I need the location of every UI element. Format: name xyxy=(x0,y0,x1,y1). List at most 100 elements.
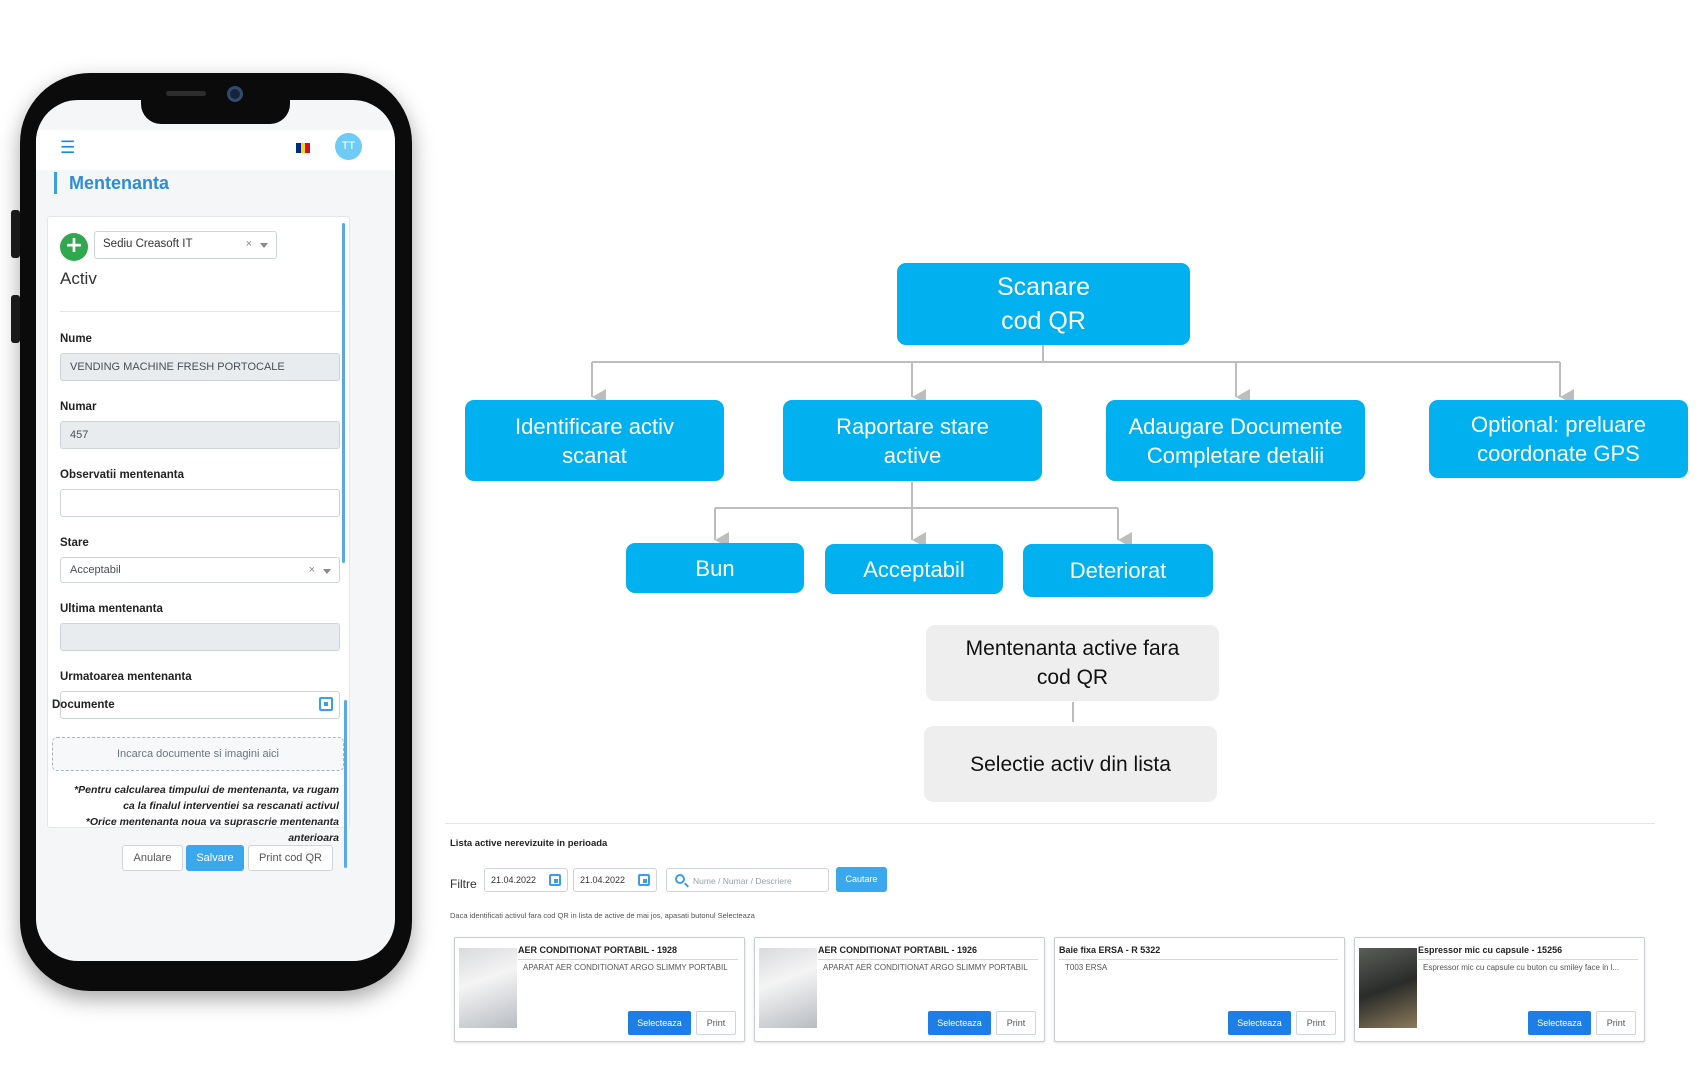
asset-card-description: APARAT AER CONDITIONAT ARGO SLIMMY PORTA… xyxy=(823,963,1028,972)
user-avatar[interactable]: TT xyxy=(335,133,362,160)
date-from-value: 21.04.2022 xyxy=(491,875,537,885)
asset-card: AER CONDITIONAT PORTABIL - 1928 APARAT A… xyxy=(454,937,745,1042)
print-asset-button[interactable]: Print xyxy=(1296,1011,1336,1035)
romania-flag-icon[interactable] xyxy=(296,143,311,153)
flow-node-report-state-line2: active xyxy=(883,442,942,468)
chevron-down-icon[interactable] xyxy=(323,569,331,574)
flow-node-identify-asset-line1: Identificare activ xyxy=(515,413,674,439)
screen-scrollbar[interactable] xyxy=(344,700,347,868)
flow-node-no-qr: Mentenanta active fara cod QR xyxy=(926,625,1219,701)
flow-node-gps-line2: coordonate GPS xyxy=(1477,441,1640,466)
phone-camera xyxy=(227,86,243,102)
asset-card-divider xyxy=(1059,959,1338,960)
print-qr-button[interactable]: Print cod QR xyxy=(248,845,333,871)
phone-side-button xyxy=(11,295,20,343)
label-ultima-mentenanta: Ultima mentenanta xyxy=(60,603,163,615)
print-asset-button[interactable]: Print xyxy=(1596,1011,1636,1035)
cancel-button[interactable]: Anulare xyxy=(122,845,183,871)
note-line-2: ca la finalul interventiei sa rescanati … xyxy=(123,800,339,812)
stare-select[interactable]: Acceptabil × xyxy=(60,557,340,583)
section-title-activ: Activ xyxy=(60,269,97,288)
flow-node-identify-asset-line2: scanat xyxy=(562,442,627,468)
note-line-3: *Orice mentenanta noua va suprascrie men… xyxy=(85,816,339,828)
asset-card-description: T003 ERSA xyxy=(1065,963,1108,972)
clear-icon[interactable]: × xyxy=(308,564,315,576)
asset-card-title: AER CONDITIONAT PORTABIL - 1926 xyxy=(818,945,978,955)
panel-divider xyxy=(445,823,1655,824)
flow-node-scan-qr-line2: cod QR xyxy=(1001,307,1086,335)
flow-node-no-qr-line1: Mentenanta active fara xyxy=(965,637,1180,660)
calendar-icon[interactable] xyxy=(638,874,650,886)
ultima-mentenanta-field[interactable] xyxy=(60,623,340,651)
location-select[interactable]: Sediu Creasoft IT × xyxy=(94,231,277,259)
date-from-input[interactable]: 21.04.2022 xyxy=(484,868,568,892)
asset-thumbnail xyxy=(1359,948,1417,1028)
search-input[interactable]: Nume / Numar / Descriere xyxy=(666,868,829,892)
documents-label: Documente xyxy=(52,699,115,711)
flow-node-no-qr-line2: cod QR xyxy=(1036,666,1109,689)
flow-node-add-documents-line2: Completare detalii xyxy=(1146,442,1325,468)
date-to-input[interactable]: 21.04.2022 xyxy=(573,868,657,892)
calendar-icon[interactable] xyxy=(319,697,333,711)
page-title: Mentenanta xyxy=(54,172,169,194)
maintenance-form: + Sediu Creasoft IT × Activ Nume VENDING… xyxy=(47,216,350,828)
app-topbar: ☰ TT xyxy=(36,130,395,170)
phone-notch xyxy=(141,100,290,124)
flow-node-add-documents-line1: Adaugare Documente xyxy=(1128,413,1343,439)
select-asset-button[interactable]: Selecteaza xyxy=(628,1011,691,1035)
select-asset-button[interactable]: Selecteaza xyxy=(1228,1011,1291,1035)
label-urmatoarea-mentenanta: Urmatoarea mentenanta xyxy=(60,671,192,683)
stare-select-value: Acceptabil xyxy=(70,564,121,576)
numar-field[interactable]: 457 xyxy=(60,421,340,449)
flow-node-state-deteriorat: Deteriorat xyxy=(1023,544,1213,597)
asset-card-title: AER CONDITIONAT PORTABIL - 1928 xyxy=(518,945,678,955)
search-button[interactable]: Cautare xyxy=(836,867,887,892)
asset-card: Baie fixa ERSA - R 5322 T003 ERSA Select… xyxy=(1054,937,1345,1042)
flow-node-identify-asset: Identificare activ scanat xyxy=(465,400,724,481)
location-select-value: Sediu Creasoft IT xyxy=(103,238,193,250)
hamburger-icon[interactable]: ☰ xyxy=(60,138,76,158)
add-asset-button[interactable]: + xyxy=(60,233,88,261)
nume-field[interactable]: VENDING MACHINE FRESH PORTOCALE xyxy=(60,353,340,381)
filter-label: Filtre xyxy=(450,877,477,891)
phone-screen: ☰ TT Mentenanta + Sediu Creasoft IT × Ac… xyxy=(36,100,395,961)
asset-card-description: Espressor mic cu capsule cu buton cu smi… xyxy=(1423,963,1620,972)
note-line-4: anterioara xyxy=(288,832,339,844)
clear-icon[interactable]: × xyxy=(245,238,252,250)
asset-thumbnail xyxy=(459,948,517,1028)
asset-thumbnail xyxy=(759,948,817,1028)
note-line-1: *Pentru calcularea timpului de mentenant… xyxy=(74,784,339,796)
observatii-field[interactable] xyxy=(60,489,340,517)
asset-card-title: Espressor mic cu capsule - 15256 xyxy=(1418,945,1563,955)
search-placeholder: Nume / Numar / Descriere xyxy=(693,876,792,886)
flow-node-select-from-list: Selectie activ din lista xyxy=(924,726,1217,802)
form-scrollbar[interactable] xyxy=(342,223,345,563)
save-button[interactable]: Salvare xyxy=(186,845,244,871)
flow-node-scan-qr: Scanare cod QR xyxy=(897,263,1190,345)
asset-card-divider xyxy=(818,959,1038,960)
phone-speaker xyxy=(166,91,206,96)
chevron-down-icon[interactable] xyxy=(260,243,268,248)
asset-card-divider xyxy=(518,959,738,960)
label-nume: Nume xyxy=(60,333,92,345)
asset-card-divider xyxy=(1418,959,1638,960)
select-asset-button[interactable]: Selecteaza xyxy=(1528,1011,1591,1035)
flow-node-scan-qr-line1: Scanare xyxy=(996,273,1091,301)
list-panel-title: Lista active nerevizuite in perioada xyxy=(450,838,608,849)
label-numar: Numar xyxy=(60,401,97,413)
urmatoarea-mentenanta-field[interactable] xyxy=(60,691,340,719)
flow-node-gps: Optional: preluare coordonate GPS xyxy=(1429,400,1688,478)
asset-card: Espressor mic cu capsule - 15256 Espress… xyxy=(1354,937,1645,1042)
label-observatii: Observatii mentenanta xyxy=(60,469,184,481)
upload-dropzone[interactable]: Incarca documente si imagini aici xyxy=(52,737,344,771)
phone-side-button xyxy=(11,210,20,258)
calendar-icon[interactable] xyxy=(549,874,561,886)
label-stare: Stare xyxy=(60,537,89,549)
print-asset-button[interactable]: Print xyxy=(996,1011,1036,1035)
flow-node-gps-line1: Optional: preluare xyxy=(1471,412,1646,437)
print-asset-button[interactable]: Print xyxy=(696,1011,736,1035)
select-asset-button[interactable]: Selecteaza xyxy=(928,1011,991,1035)
